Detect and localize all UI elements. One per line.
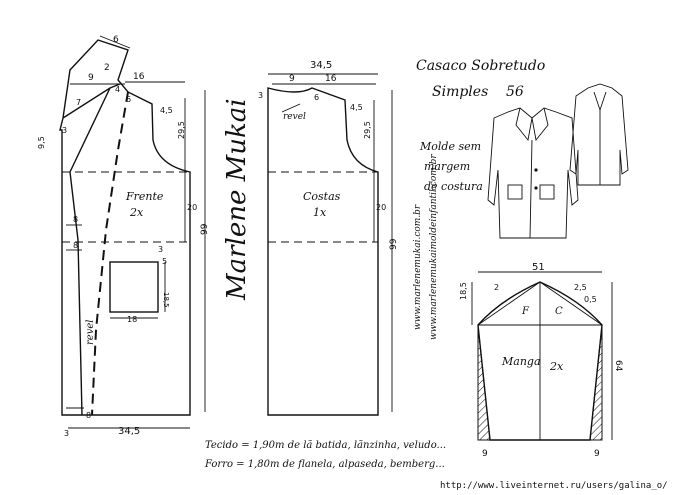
dim-coord-7: 7 bbox=[76, 98, 81, 107]
front-qty: 2x bbox=[129, 206, 144, 219]
sleeve-hatch-right bbox=[589, 324, 603, 441]
dim-front-sh-small: 6 bbox=[126, 95, 131, 104]
back-outline bbox=[267, 87, 379, 416]
title-line2: Simples bbox=[432, 84, 488, 100]
dim-collar-side: 2 bbox=[104, 63, 110, 73]
dim-back-armhole: 29,5 bbox=[363, 121, 372, 139]
back-seam-mark bbox=[281, 103, 301, 113]
note-line2: margem bbox=[424, 160, 470, 173]
dim-sleeve-hem-right: 9 bbox=[594, 449, 600, 459]
vertical-url-2: www.marlenemukaimoldeinfantil.com.br bbox=[429, 154, 439, 340]
dim-sleeve-width: 51 bbox=[532, 262, 545, 273]
sleeve-hatch-left bbox=[477, 324, 491, 441]
materials-line1: Tecido = 1,90m de lã batida, lãnzinha, v… bbox=[205, 440, 446, 451]
sleeve-name: Manga bbox=[501, 355, 541, 368]
front-facing-line bbox=[91, 91, 129, 416]
signature: Marlene Mukai bbox=[222, 98, 252, 301]
dim-pocket-side: 5 bbox=[162, 257, 167, 266]
dim-back-sh-right: 4,5 bbox=[350, 103, 363, 112]
dim-back-length: 99 bbox=[389, 238, 399, 250]
front-piece: Frente 2x revel 6 2 9 16 4 6 4,5 9,5 3 2… bbox=[37, 35, 210, 438]
sleeve-piece: 51 18,5 2 2,5 0,5 F C Manga 2x 64 9 9 bbox=[459, 262, 623, 459]
sleeve-front-letter: F bbox=[521, 306, 530, 317]
title-line1: Casaco Sobretudo bbox=[416, 58, 545, 74]
dim-front-waist: 20 bbox=[187, 203, 197, 212]
front-name: Frente bbox=[125, 190, 164, 203]
title-block: Casaco Sobretudo Simples 56 Molde sem ma… bbox=[416, 58, 545, 193]
back-piece: Costas 1x revel 34,5 9 16 3 6 4,5 29,5 2… bbox=[258, 60, 399, 416]
dim-hem-8: 8 bbox=[86, 411, 91, 420]
dim-back-neck: 9 bbox=[289, 74, 295, 84]
dim-sleeve-cap-05: 0,5 bbox=[584, 295, 597, 304]
dim-collar-top: 6 bbox=[113, 35, 119, 45]
dim-front-length: 99 bbox=[200, 223, 210, 235]
dim-front-left-3: 3 bbox=[62, 126, 67, 135]
dim-front-armhole: 29,5 bbox=[177, 121, 186, 139]
back-seam-label: revel bbox=[283, 112, 306, 122]
back-qty: 1x bbox=[313, 206, 327, 219]
sleeve-cap-back bbox=[539, 281, 603, 326]
dim-pocket-h: 18,5 bbox=[162, 292, 170, 308]
title-number: 56 bbox=[506, 84, 524, 100]
dim-hem-3: 3 bbox=[64, 429, 69, 438]
dim-sleeve-cap-2: 2 bbox=[494, 283, 499, 292]
dim-front-sh-drop: 4 bbox=[115, 85, 120, 94]
coat-front-illustration bbox=[487, 107, 579, 239]
sleeve-cap-front bbox=[477, 281, 541, 326]
dim-front-hem-width: 34,5 bbox=[118, 426, 140, 437]
note-line3: de costura bbox=[424, 180, 483, 193]
front-seam-label: revel bbox=[85, 320, 96, 345]
dim-front-neck: 9 bbox=[88, 73, 94, 83]
front-outline bbox=[59, 39, 191, 416]
front-lapel-fold bbox=[69, 87, 111, 416]
dim-pocket-w: 18 bbox=[127, 315, 137, 324]
sleeve-back-letter: C bbox=[555, 306, 563, 317]
vertical-url-1: www.marlenemukai.com.br bbox=[413, 204, 423, 330]
dim-sleeve-length: 64 bbox=[613, 360, 623, 372]
dim-sleeve-hem-left: 9 bbox=[482, 449, 488, 459]
note-line1: Molde sem bbox=[419, 140, 481, 153]
dim-back-top: 34,5 bbox=[310, 60, 332, 71]
dim-front-shoulder: 16 bbox=[133, 72, 145, 82]
watermark-url: http://www.liveinternet.ru/users/galina_… bbox=[440, 481, 668, 491]
dim-front-sh-right: 4,5 bbox=[160, 106, 173, 115]
coat-back-illustration bbox=[569, 83, 629, 186]
dim-back-waist: 20 bbox=[376, 203, 386, 212]
dim-button-8a: 8 bbox=[73, 215, 78, 224]
dim-sleeve-cap-left: 18,5 bbox=[459, 282, 468, 300]
sleeve-qty: 2x bbox=[549, 360, 564, 373]
back-name: Costas bbox=[303, 190, 341, 203]
dim-back-shoulder: 16 bbox=[325, 74, 337, 84]
materials-line2: Forro = 1,80m de flanela, alpaseda, bemb… bbox=[204, 459, 445, 470]
front-pocket bbox=[109, 261, 159, 313]
collar-top-arrow bbox=[99, 35, 131, 49]
dim-front-left-small: 9,5 bbox=[37, 136, 46, 149]
dim-back-left-3: 3 bbox=[258, 91, 263, 100]
dim-pocket-top: 3 bbox=[158, 245, 163, 254]
front-lapel-line bbox=[62, 83, 121, 119]
dim-back-sh-6: 6 bbox=[314, 93, 319, 102]
dim-sleeve-cap-25: 2,5 bbox=[574, 283, 587, 292]
dim-button-8b: 8 bbox=[73, 241, 78, 250]
